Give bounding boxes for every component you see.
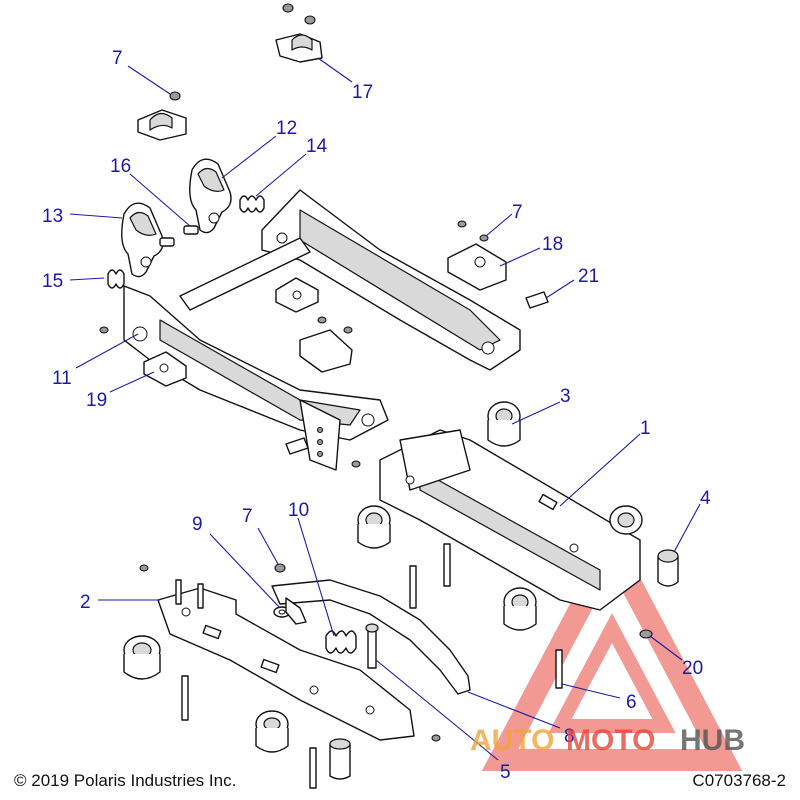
- clamp-upper-left: [137, 109, 187, 141]
- callout-2: 2: [80, 592, 91, 613]
- callout-3: 3: [560, 386, 571, 407]
- callout-21: 21: [578, 266, 599, 287]
- roller-bottom-left: [123, 635, 161, 680]
- part-7-nut-upper: [169, 91, 181, 101]
- upper-seat-rail-front: [123, 285, 389, 471]
- bolt-front-rail: [285, 437, 361, 468]
- callout-16: 16: [110, 156, 131, 177]
- part-12-hinge-bracket: [189, 158, 232, 234]
- callout-5: 5: [500, 762, 511, 783]
- diagram-id: C0703768-2: [692, 771, 786, 790]
- roller-center: [503, 587, 537, 631]
- part-20-bolt: [639, 629, 653, 639]
- upper-seat-rail-rear: [261, 189, 521, 371]
- part-2-slider-plate: [157, 579, 415, 741]
- callout-9: 9: [192, 514, 203, 535]
- part-19-bracket: [143, 351, 187, 387]
- callout-7-lower: 7: [242, 506, 253, 527]
- callout-12: 12: [276, 118, 297, 139]
- callout-10: 10: [288, 500, 309, 521]
- callout-19: 19: [86, 390, 107, 411]
- callout-6: 6: [626, 692, 637, 713]
- callout-1: 1: [640, 418, 651, 439]
- callout-20: 20: [682, 658, 703, 679]
- part-21-bolt: [525, 291, 549, 309]
- watermark-part-auto: AUTO: [470, 724, 554, 757]
- callout-4: 4: [700, 488, 711, 509]
- callout-11: 11: [52, 368, 72, 389]
- part-8-release-handle: [271, 579, 471, 695]
- callout-13: 13: [42, 206, 63, 227]
- watermark-text: AUTO MOTO HUB: [470, 724, 745, 757]
- part-18-bracket: [447, 220, 507, 291]
- part-16-pin: [159, 225, 199, 247]
- callout-8: 8: [564, 726, 575, 747]
- copyright-text: © 2019 Polaris Industries Inc.: [14, 771, 236, 790]
- callout-15: 15: [42, 271, 63, 292]
- part-5-pin: [365, 623, 379, 669]
- part-11-nut: [99, 326, 109, 334]
- roller-right: [609, 505, 643, 535]
- callout-7-right: 7: [512, 202, 523, 223]
- part-3-roller: [487, 401, 521, 447]
- part-4-bushing: [657, 549, 679, 587]
- part-10-spring: [325, 630, 357, 654]
- bracket-middle-upper: [275, 277, 319, 313]
- part-14-spring: [239, 195, 265, 213]
- part-6-bolts: [409, 543, 563, 689]
- bracket-middle-lower: [299, 316, 353, 373]
- callout-17: 17: [352, 82, 373, 103]
- part-13-hinge-bracket: [121, 202, 164, 278]
- part-17-clamp: [275, 3, 323, 63]
- bolt-bottom: [181, 675, 317, 789]
- part-1-lower-frame: [379, 429, 641, 611]
- cross-tube: [179, 237, 311, 311]
- part-7-nut-lower: [274, 563, 286, 573]
- leader-lines: [69, 57, 701, 761]
- callout-18: 18: [542, 234, 563, 255]
- spacer-bottom: [329, 738, 351, 780]
- watermark-part-moto: MOTO: [566, 724, 655, 757]
- part-15-spring: [107, 269, 125, 289]
- callout-7-upper: 7: [112, 48, 123, 69]
- roller-bottom-center: [255, 710, 289, 753]
- nuts-lower: [139, 564, 441, 742]
- roller-left: [357, 505, 391, 549]
- watermark-part-hub: HUB: [680, 724, 745, 757]
- callout-labels: 7 17 12 14 16 13 7 18 15 21 11 19 3 1 4 …: [42, 48, 711, 783]
- callout-14: 14: [306, 136, 328, 157]
